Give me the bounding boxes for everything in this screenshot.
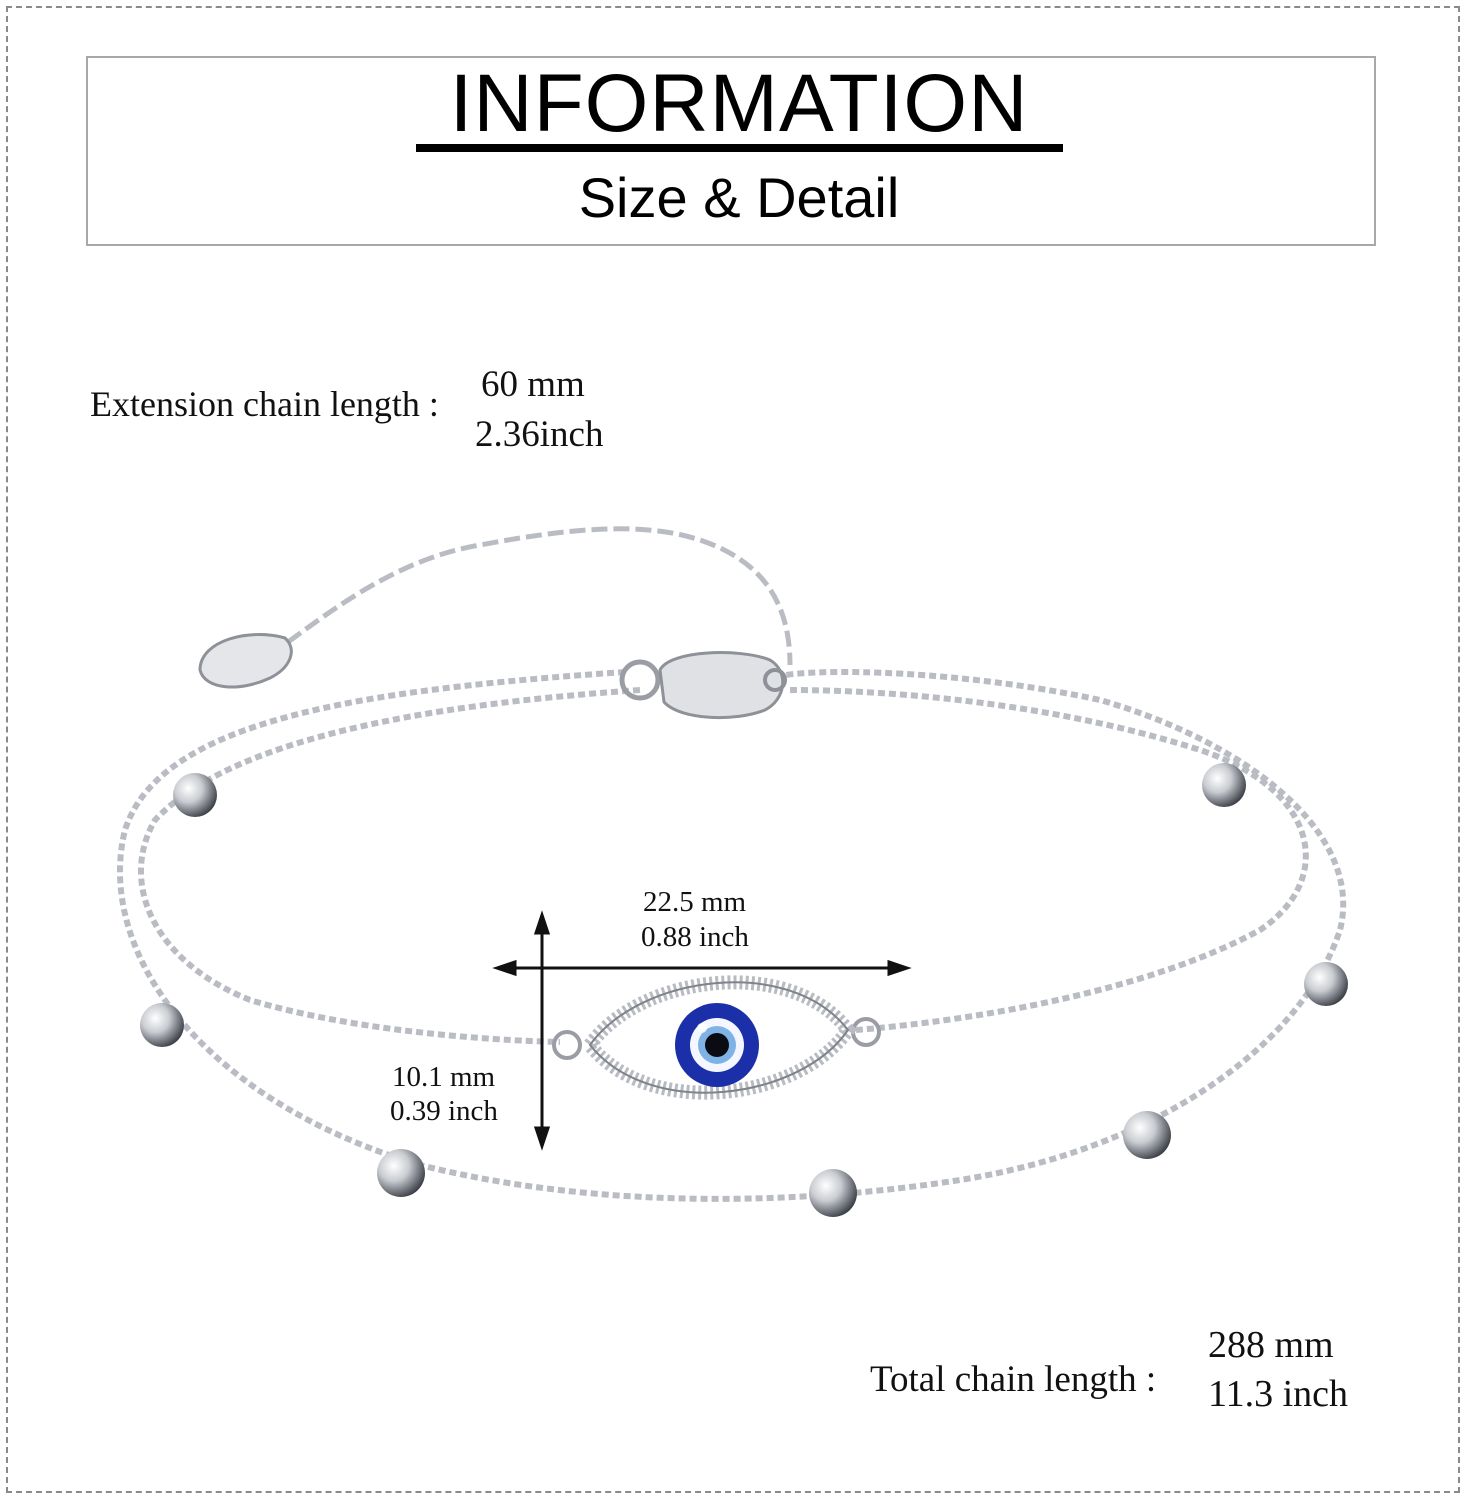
eye-pupil	[705, 1033, 729, 1057]
charm-width-inch: 0.88 inch	[641, 921, 749, 953]
bead	[140, 1003, 184, 1047]
extension-chain-mm: 60 mm	[481, 364, 585, 405]
eye-highlight	[697, 1023, 707, 1033]
extension-chain-label: Extension chain length :	[90, 384, 439, 424]
total-chain-inch: 11.3 inch	[1208, 1373, 1349, 1415]
charm-height-mm: 10.1 mm	[392, 1061, 496, 1093]
dashed-frame	[6, 6, 1460, 1493]
bead	[377, 1149, 425, 1197]
width-dimension-arrow	[492, 959, 912, 977]
title-underline	[416, 144, 1063, 152]
jump-ring	[619, 659, 661, 701]
page-title: INFORMATION	[449, 58, 1029, 149]
inner-chain-strand	[138, 687, 1309, 1045]
total-chain-mm: 288 mm	[1208, 1324, 1334, 1366]
clasp-ring	[763, 668, 787, 692]
height-dimension-arrow	[533, 910, 551, 1151]
extension-chain-inch: 2.36inch	[475, 414, 604, 455]
header-box	[86, 56, 1376, 246]
page-subtitle: Size & Detail	[578, 166, 900, 229]
bead	[1123, 1111, 1171, 1159]
charm-width-mm: 22.5 mm	[643, 886, 747, 918]
total-chain-label: Total chain length :	[870, 1359, 1157, 1400]
bead	[173, 773, 217, 817]
outer-chain-strand	[117, 669, 1347, 1202]
charm-left-ring	[552, 1030, 582, 1060]
extension-chain	[268, 526, 793, 666]
sterling-tag	[198, 633, 293, 689]
bead	[1202, 763, 1246, 807]
bead	[809, 1169, 857, 1217]
charm-height-inch: 0.39 inch	[390, 1095, 498, 1127]
bead	[1304, 962, 1348, 1006]
